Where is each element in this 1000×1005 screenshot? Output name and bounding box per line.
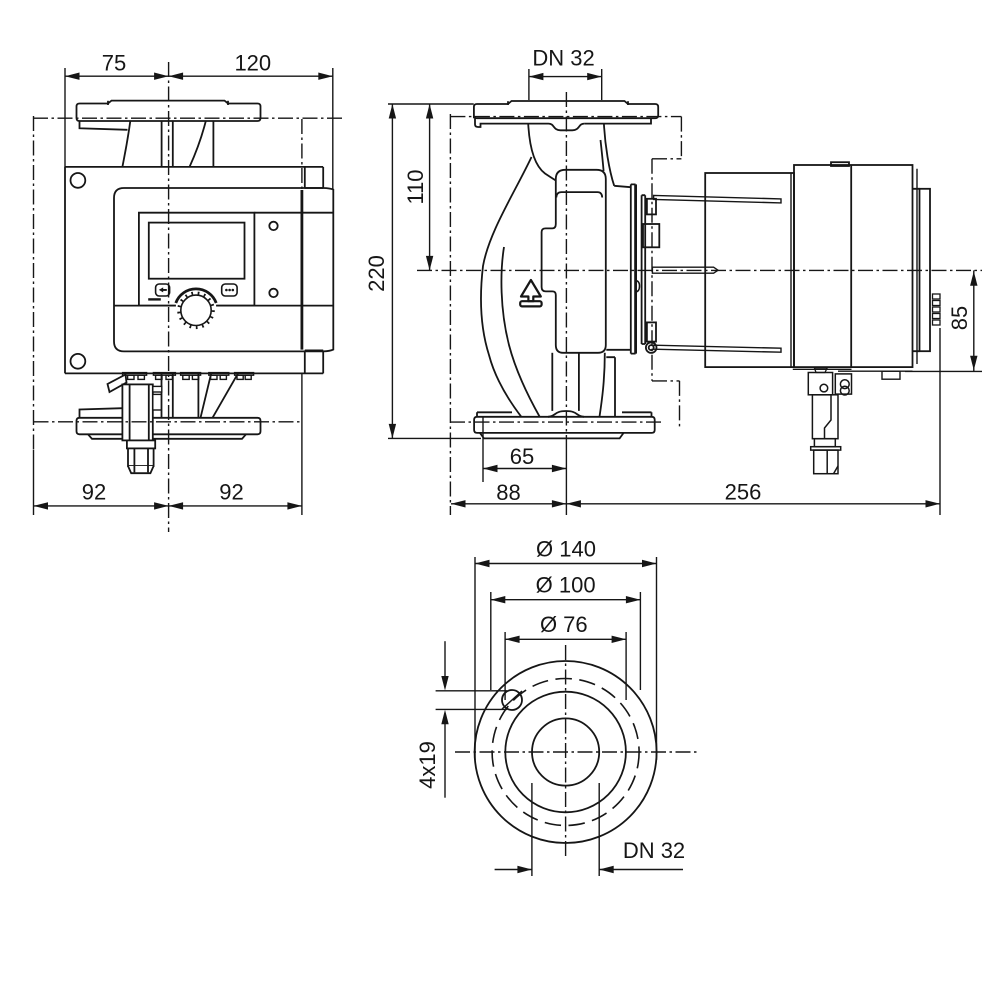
svg-text:4x19: 4x19 bbox=[415, 741, 440, 789]
svg-text:256: 256 bbox=[725, 479, 762, 504]
svg-text:Ø 140: Ø 140 bbox=[536, 537, 596, 562]
svg-text:Ø 100: Ø 100 bbox=[536, 572, 596, 597]
svg-text:85: 85 bbox=[947, 306, 972, 330]
svg-text:92: 92 bbox=[82, 479, 106, 504]
svg-text:65: 65 bbox=[510, 444, 534, 469]
svg-text:Ø 76: Ø 76 bbox=[540, 612, 588, 637]
svg-text:75: 75 bbox=[102, 51, 126, 76]
svg-text:120: 120 bbox=[234, 51, 271, 76]
svg-text:220: 220 bbox=[364, 255, 389, 292]
svg-text:88: 88 bbox=[496, 480, 520, 505]
svg-text:DN 32: DN 32 bbox=[623, 838, 685, 863]
svg-text:110: 110 bbox=[403, 169, 428, 204]
svg-text:92: 92 bbox=[219, 479, 243, 504]
svg-text:DN 32: DN 32 bbox=[532, 46, 594, 71]
